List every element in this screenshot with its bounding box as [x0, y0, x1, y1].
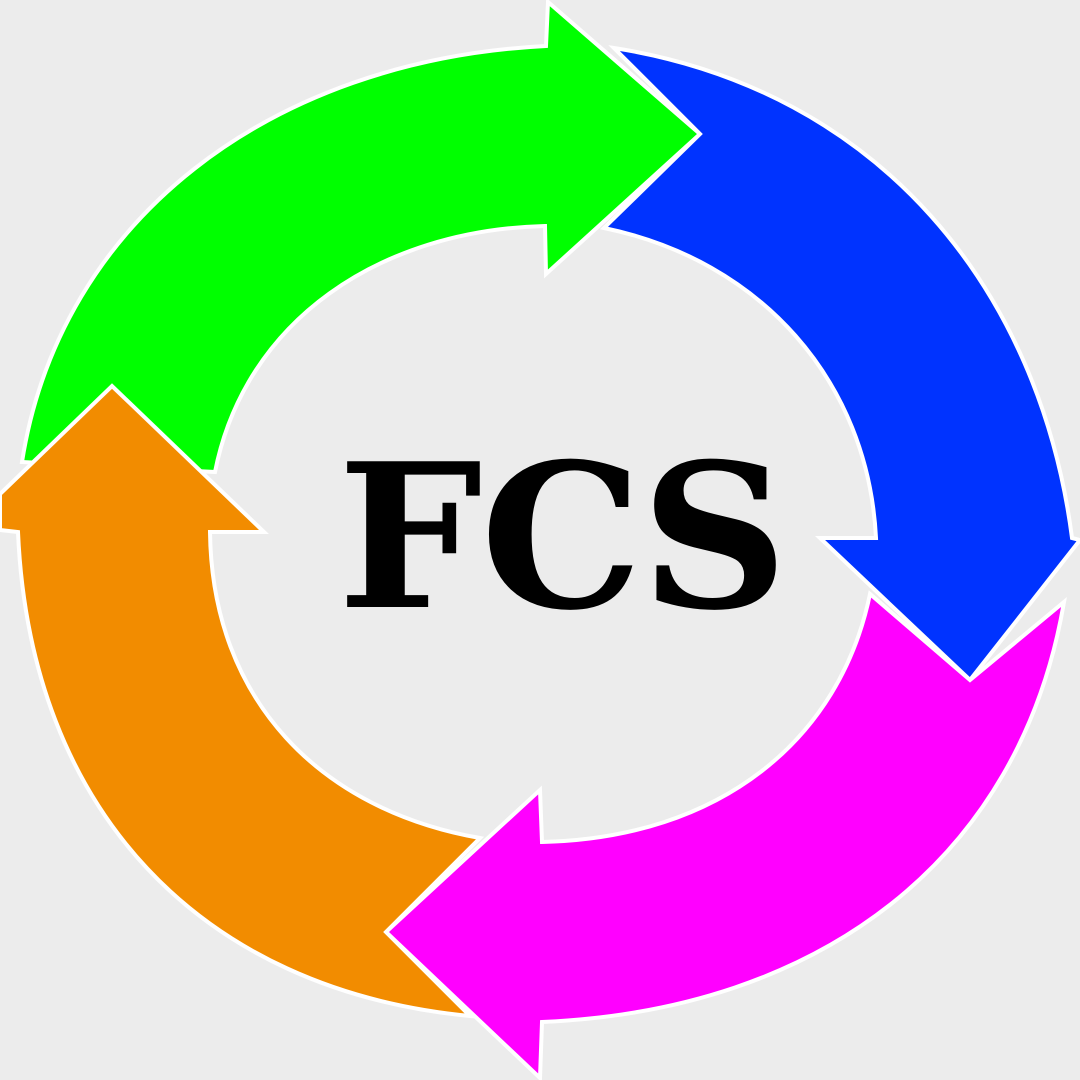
- orange-arrow: [0, 383, 485, 1019]
- magenta-arrow: [383, 590, 1067, 1080]
- green-arrow: [19, 0, 704, 475]
- blue-arrow: [599, 45, 1080, 683]
